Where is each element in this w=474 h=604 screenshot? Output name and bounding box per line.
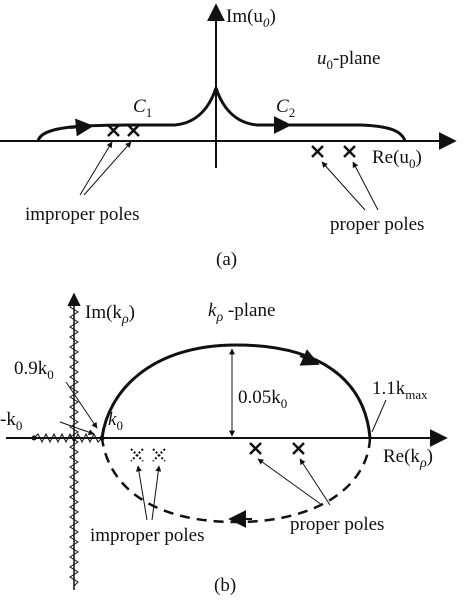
b-k0-offset-pointer xyxy=(59,421,95,436)
b-improper-poles-label: improper poles xyxy=(90,525,205,546)
b-upper-arrow xyxy=(299,349,320,366)
b-k0-label: k0 xyxy=(108,409,123,433)
a-c1-arrow xyxy=(69,118,94,137)
a-proper-pole xyxy=(311,145,324,158)
a-im-axis-label: Im(u0) xyxy=(226,6,276,30)
a-c2-label: C2 xyxy=(276,96,295,120)
b-proper-pointer xyxy=(257,458,323,506)
b-improper-pole xyxy=(130,448,144,462)
a-caption: (a) xyxy=(216,249,237,270)
a-contour-left xyxy=(36,87,218,142)
a-contour-right xyxy=(214,87,407,142)
b-proper-pointer xyxy=(299,458,331,506)
a-proper-pointer xyxy=(321,161,366,211)
a-c1-label: C1 xyxy=(133,96,152,120)
b-plane-label: kρ -plane xyxy=(208,300,275,325)
b-kmax-pointer xyxy=(371,399,387,433)
b-improper-pointer xyxy=(151,465,162,521)
a-improper-pointer xyxy=(83,141,132,196)
b-caption: (b) xyxy=(214,575,236,596)
b-neg-k0-point xyxy=(31,435,37,441)
b-kmax-label: 1.1kmax xyxy=(372,378,428,402)
b-proper-poles-label: proper poles xyxy=(290,514,384,535)
a-proper-pointer xyxy=(352,161,379,211)
b-contour-upper xyxy=(100,343,372,439)
panel-a: Im(u0) Re(u0) u0-plane C1 C2 improper po… xyxy=(0,3,457,270)
b-k09-pointer xyxy=(65,381,98,429)
b-proper-pole xyxy=(249,442,262,455)
b-k09-label: 0.9k0 xyxy=(14,358,54,382)
b-proper-pole xyxy=(292,442,305,455)
a-proper-poles-label: proper poles xyxy=(330,214,424,235)
a-improper-pole xyxy=(127,124,140,137)
panel-b: Im(kρ) Re(kρ) kρ -plane 0.9k0 -k0 k0 0.0… xyxy=(0,292,448,596)
a-re-axis-label: Re(u0) xyxy=(372,147,422,171)
b-re-axis-label: Re(kρ) xyxy=(383,446,433,471)
a-improper-pointer xyxy=(79,141,113,196)
a-improper-poles-label: improper poles xyxy=(25,204,140,225)
b-neg-k0-label: -k0 xyxy=(0,409,22,433)
b-improper-pole xyxy=(152,448,166,462)
b-branch-cut-horizontal xyxy=(33,432,103,444)
a-improper-pole xyxy=(107,124,120,137)
b-improper-pointer xyxy=(135,465,148,521)
b-branch-cut-vertical xyxy=(69,301,79,587)
a-proper-pole xyxy=(343,145,356,158)
b-height-label: 0.05k0 xyxy=(238,387,287,411)
a-plane-label: u0-plane xyxy=(317,48,380,72)
b-im-axis-label: Im(kρ) xyxy=(85,302,135,327)
